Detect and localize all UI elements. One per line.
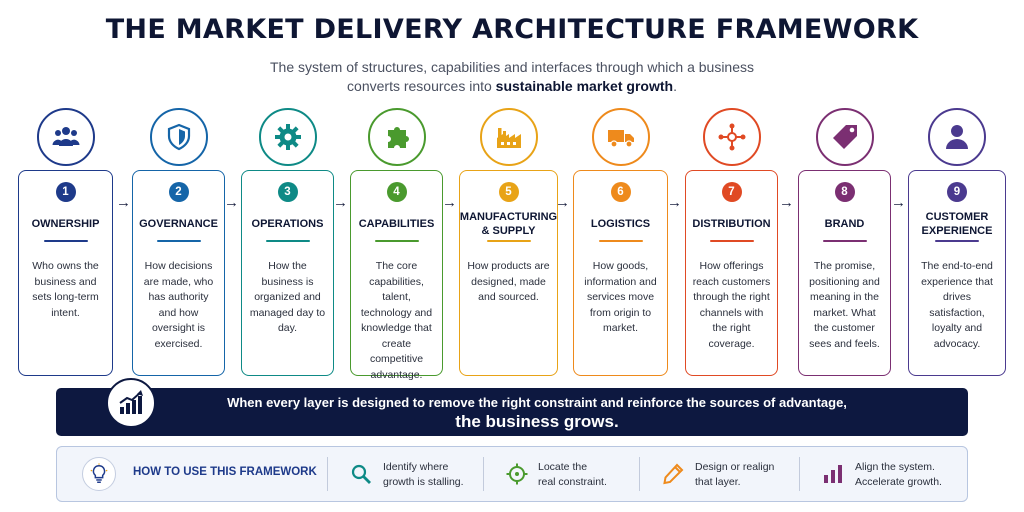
factory-icon	[479, 108, 538, 166]
page-title: THE MARKET DELIVERY ARCHITECTURE FRAMEWO…	[105, 14, 919, 45]
puzzle-icon	[367, 108, 426, 166]
subtitle-line-1: The system of structures, capabilities a…	[269, 59, 755, 75]
layer-divider	[486, 240, 531, 242]
layer-description: The promise, positioning and meaning in …	[809, 260, 880, 350]
crosshair-icon	[503, 460, 531, 488]
layer-number: 7	[721, 182, 742, 202]
layer-divider	[709, 240, 754, 242]
subtitle-line-2-pre: converts resources into	[347, 78, 496, 94]
step-separator	[799, 457, 800, 491]
layer-description: The core capabilities, talent, technolog…	[360, 260, 433, 381]
lightbulb-icon	[82, 457, 116, 491]
how-to-panel: HOW TO USE THIS FRAMEWORK Identify where…	[56, 446, 968, 502]
layer-divider	[374, 240, 419, 242]
person-icon	[928, 108, 986, 166]
layer-number: 6	[610, 182, 631, 202]
step-separator	[483, 457, 484, 491]
layer-title: BRAND	[824, 218, 865, 230]
layer-number: 3	[277, 182, 298, 202]
tag-icon	[815, 108, 874, 166]
layer-divider	[156, 240, 201, 242]
layer-description: How goods, information and services move…	[584, 260, 657, 334]
layer-title: LOGISTICS	[590, 218, 651, 230]
bar-chart-icon	[819, 460, 847, 488]
flow-arrow: →	[667, 194, 682, 211]
layer-title: CAPABILITIES	[358, 218, 435, 230]
layer-divider	[265, 240, 310, 242]
layer-number: 4	[386, 182, 407, 202]
layer-divider	[43, 240, 88, 242]
layer-title: CUSTOMER EXPERIENCE	[921, 211, 993, 237]
layer-title: MANUFACTURING & SUPPLY	[459, 211, 558, 237]
layer-description: How decisions are made, who has authorit…	[143, 260, 214, 350]
layer-description: How offerings reach customers through th…	[692, 260, 771, 350]
how-to-title: HOW TO USE THIS FRAMEWORK	[133, 466, 317, 478]
flow-arrow: →	[116, 194, 131, 211]
step-separator	[639, 457, 640, 491]
layer-number: 5	[498, 182, 519, 202]
layer-description: Who owns the business and sets long-term…	[32, 260, 99, 319]
layer-title: OPERATIONS	[251, 218, 324, 230]
layer-description: How products are designed, made and sour…	[467, 260, 550, 303]
page-subtitle: The system of structures, capabilities a…	[0, 58, 1024, 96]
banner-line-2: the business grows.	[455, 412, 619, 431]
people-icon	[36, 108, 95, 166]
layer-description: How the business is organized and manage…	[249, 260, 326, 334]
growth-chart-icon	[106, 378, 156, 428]
flow-arrow: →	[555, 194, 570, 211]
flow-arrow: →	[779, 194, 794, 211]
magnifier-icon	[347, 460, 375, 488]
flow-arrow: →	[442, 194, 457, 211]
banner-line-1: When every layer is designed to remove t…	[227, 395, 847, 410]
layer-number: 1	[55, 182, 76, 202]
layer-number: 8	[834, 182, 855, 202]
layer-divider	[598, 240, 643, 242]
layer-title: DISTRIBUTION	[692, 218, 771, 230]
truck-icon	[591, 108, 650, 166]
layer-number: 2	[168, 182, 189, 202]
layer-number: 9	[947, 182, 967, 202]
subtitle-line-2-post: .	[673, 78, 677, 94]
gear-icon	[258, 108, 317, 166]
how-to-step-text: Align the system.Accelerate growth.	[855, 461, 942, 488]
shield-icon	[149, 108, 208, 166]
growth-banner: When every layer is designed to remove t…	[56, 388, 968, 436]
flow-arrow: →	[333, 194, 348, 211]
layer-divider	[935, 240, 979, 242]
layer-title: OWNERSHIP	[31, 218, 100, 230]
subtitle-line-2-bold: sustainable market growth	[495, 78, 674, 94]
layer-description: The end-to-end experience that drives sa…	[921, 260, 993, 350]
flow-arrow: →	[891, 194, 906, 211]
layer-divider	[822, 240, 867, 242]
flow-arrow: →	[224, 194, 239, 211]
layer-title: GOVERNANCE	[139, 218, 218, 230]
pencil-icon	[659, 460, 687, 488]
step-separator	[327, 457, 328, 491]
network-icon	[702, 108, 761, 166]
